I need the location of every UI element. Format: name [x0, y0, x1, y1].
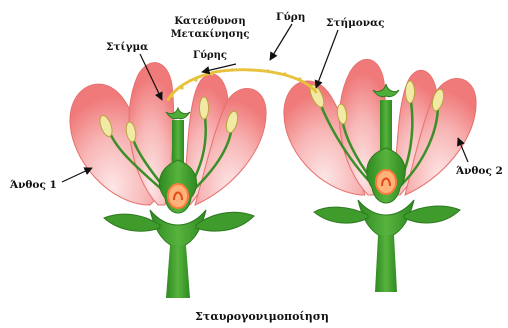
flower-2-ovule — [376, 170, 396, 194]
pollen-label: Γύρη — [276, 11, 305, 23]
diagram-caption: Σταυρογονιμοποίηση — [195, 310, 329, 323]
flower-2-label: Άνθος 2 — [455, 165, 503, 177]
stigma-label: Στίγμα — [106, 40, 148, 53]
flower-1-label: Άνθος 1 — [9, 179, 57, 191]
direction-label-line1: Κατεύθυνση — [174, 16, 245, 27]
flower-1-stem — [166, 245, 190, 298]
direction-label-line2: Μετακίνησης — [171, 29, 250, 40]
stamen-label: Στήμονας — [326, 16, 385, 29]
flower1-arrow — [62, 168, 92, 182]
flower-2-leaf-left — [314, 207, 368, 223]
flower-1-ovule — [168, 184, 188, 208]
flower-2-leaf-right — [404, 206, 460, 223]
flower-2 — [284, 59, 476, 292]
pollen-arrow — [270, 24, 292, 60]
stamen-arrow — [316, 30, 338, 88]
flower-2-stem — [375, 235, 397, 292]
direction-label-line3: Γύρης — [193, 50, 227, 61]
